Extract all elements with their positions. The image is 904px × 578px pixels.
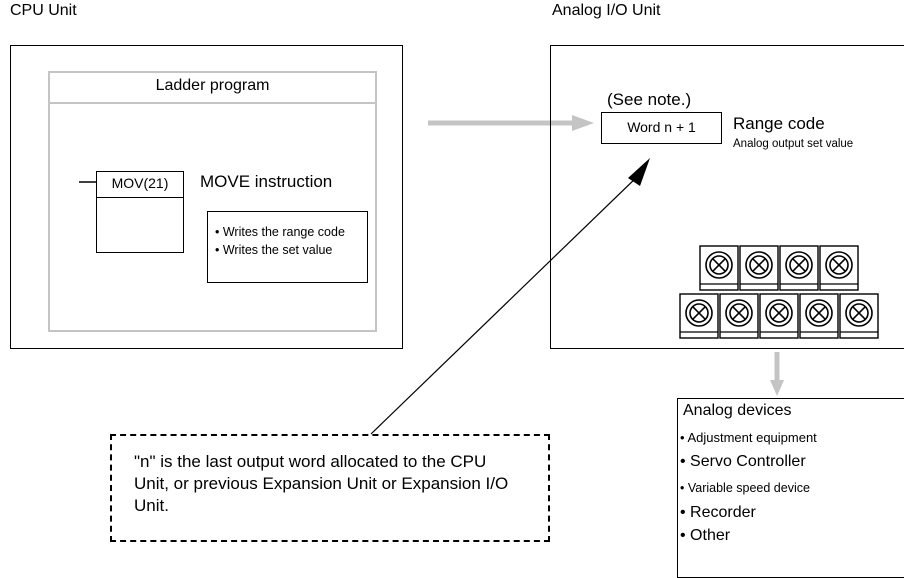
screw-terminal-icon: [679, 293, 719, 339]
analog-device-item: • Other: [680, 527, 731, 544]
analog-devices-title: Analog devices: [683, 402, 792, 419]
instruction-note-2: • Writes the set value: [215, 243, 333, 257]
mov-instruction-box: [96, 171, 184, 253]
see-note-label: (See note.): [607, 90, 692, 109]
word-n-plus-1-box: [601, 112, 722, 144]
analog-io-unit-box: [550, 45, 904, 349]
word-n-plus-1-label: Word n + 1: [627, 119, 696, 135]
note-line-1: "n" is the last output word allocated to…: [134, 452, 487, 471]
note-leader-line: [370, 173, 641, 435]
note-leader-arrowhead: [628, 158, 650, 186]
mov-instruction-label: MOV(21): [111, 175, 169, 191]
screw-terminal-icon: [739, 245, 779, 291]
screw-terminal-icon: [719, 293, 759, 339]
screw-terminal-icon: [699, 245, 739, 291]
analog-output-set-value-label: Analog output set value: [733, 138, 854, 150]
ladder-program-divider: [48, 102, 377, 104]
note-box: [110, 434, 550, 542]
range-code-label: Range code: [733, 114, 825, 133]
cpu-unit-title: CPU Unit: [10, 2, 77, 19]
move-instruction-caption: MOVE instruction: [200, 172, 333, 191]
screw-terminal-icon: [819, 245, 859, 291]
note-line-3: Unit.: [134, 496, 169, 515]
screw-terminal-icon: [839, 293, 879, 339]
analog-device-item: • Variable speed device: [680, 481, 810, 495]
data-flow-arrow-head: [572, 115, 594, 131]
mov-box-divider: [96, 197, 184, 199]
screw-terminal-icon: [759, 293, 799, 339]
output-arrow-head: [770, 380, 784, 396]
analog-device-item: • Servo Controller: [680, 453, 806, 470]
terminal-block: [679, 245, 879, 339]
note-line-2: Unit, or previous Expansion Unit or Expa…: [134, 474, 509, 493]
analog-device-item: • Recorder: [680, 504, 756, 521]
analog-device-item: • Adjustment equipment: [680, 430, 817, 445]
cpu-unit-box: [10, 45, 403, 349]
screw-terminal-icon: [779, 245, 819, 291]
screw-terminal-icon: [799, 293, 839, 339]
instruction-notes-box: [207, 211, 368, 283]
ladder-program-title: Ladder program: [155, 77, 270, 94]
instruction-note-1: • Writes the range code: [215, 225, 345, 239]
analog-io-unit-title: Analog I/O Unit: [552, 2, 661, 19]
ladder-program-panel: [48, 71, 377, 332]
